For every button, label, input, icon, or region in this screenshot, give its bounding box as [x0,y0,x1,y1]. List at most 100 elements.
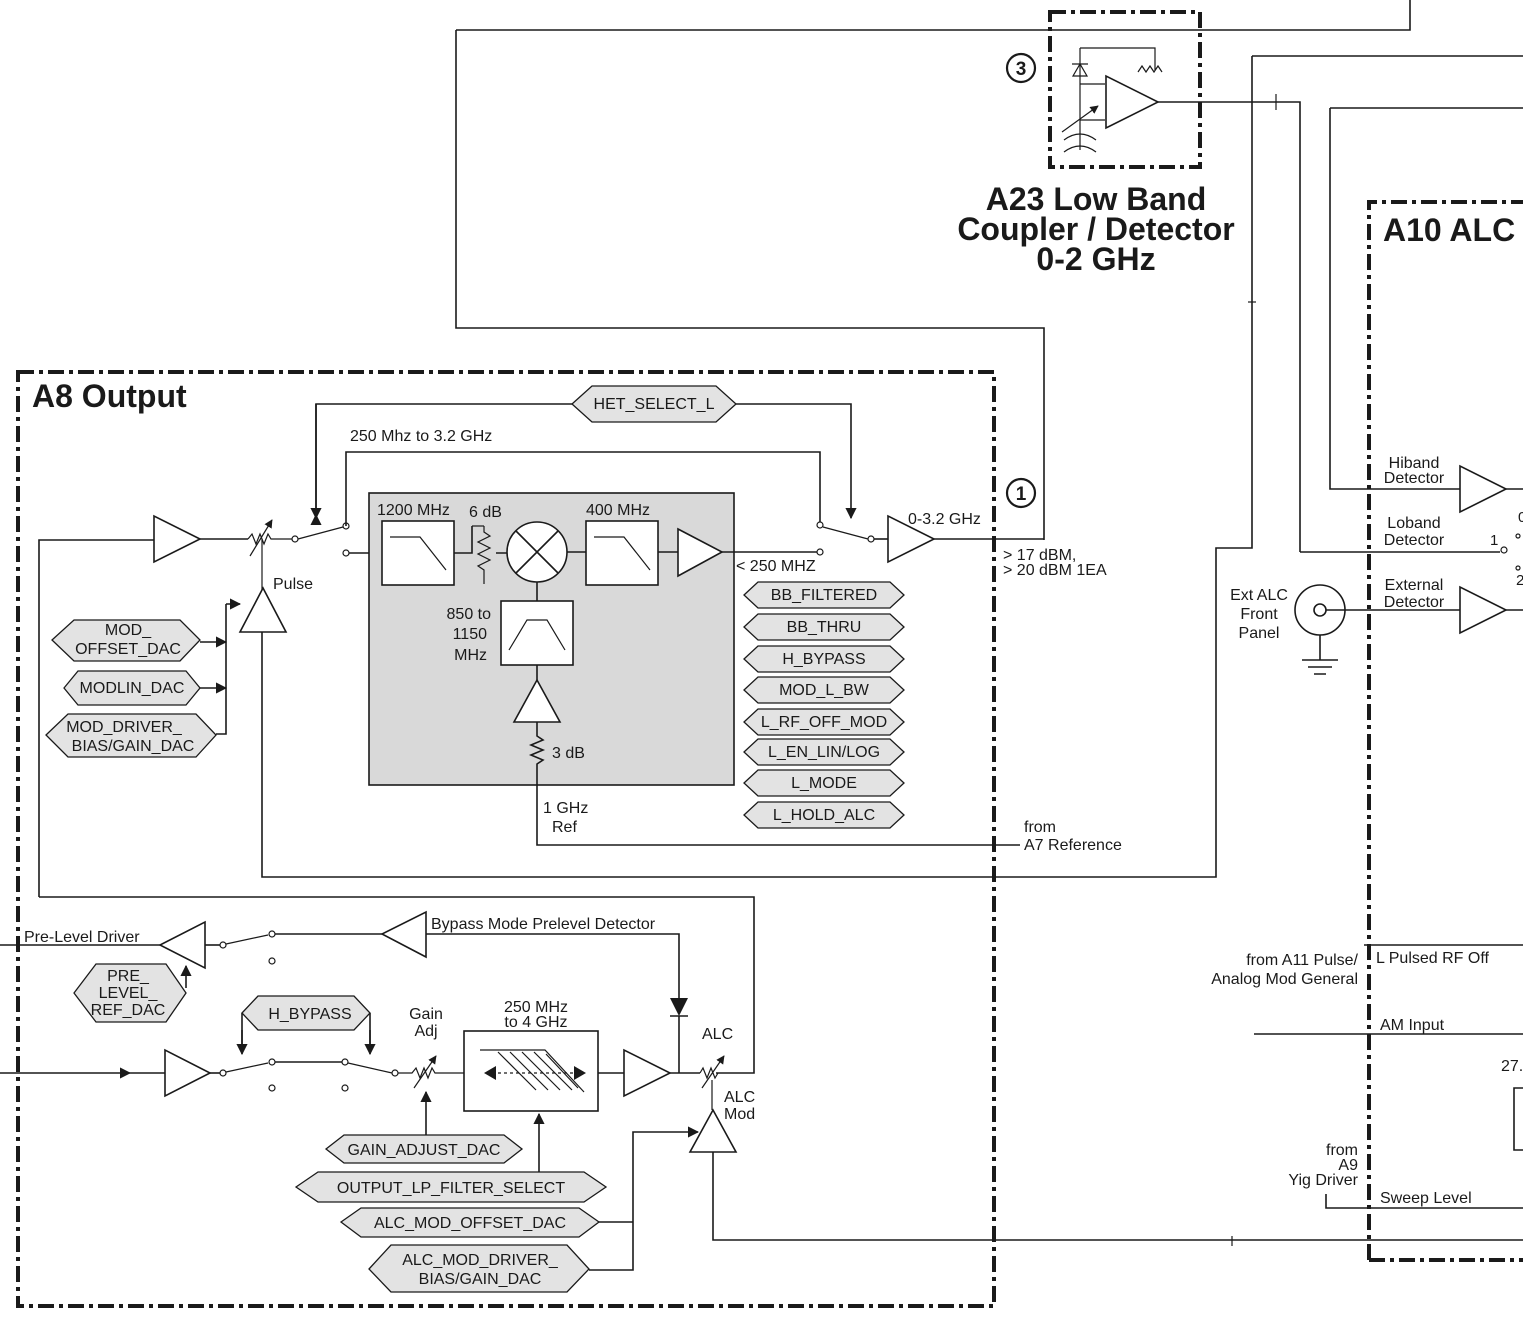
h-bypass-upper-tag: H_BYPASS [743,645,905,673]
mod-offset-dac-tag: MOD_ OFFSET_DAC [51,619,201,662]
atten-6db [476,526,492,584]
wire-a8-input [38,539,154,897]
partial-0-label: 0 [1518,509,1523,526]
svg-text:3: 3 [1016,59,1027,80]
svg-text:H_BYPASS: H_BYPASS [268,1006,351,1023]
pulse-modulator [247,519,295,590]
svg-text:ALC_MOD_OFFSET_DAC: ALC_MOD_OFFSET_DAC [374,1215,566,1232]
a23-title-line2: Coupler / Detector [957,211,1234,247]
loband-pin-label: 1 [1490,532,1498,549]
alc-mod-label-2: Mod [724,1106,755,1123]
a10-border [1367,200,1523,1262]
svg-text:LEVEL_: LEVEL_ [99,985,159,1002]
from-a9-label-2: A9 [1338,1157,1358,1174]
a8-output-amplifier [887,514,936,564]
hiband-label-2: Detector [1384,470,1445,487]
wire-ext-return [261,56,1253,878]
svg-text:1: 1 [1016,484,1027,505]
bp-label-1: 850 to [447,606,492,623]
a8-output-border [16,370,996,1308]
alc-mod-offset-dac-tag: ALC_MOD_OFFSET_DAC [339,1207,601,1238]
from-a11-label-1: from A11 Pulse/ [1246,952,1358,969]
gain-adj-label-1: Gain [409,1006,443,1023]
modlin-dac-tag: MODLIN_DAC [63,670,201,706]
bandpass-850-1150-filter [500,600,574,666]
sweep-level-label: Sweep Level [1380,1190,1472,1207]
power-label-1: > 17 dBM, [1003,547,1076,564]
gain-adjust-dac-tag: GAIN_ADJUST_DAC [324,1134,524,1164]
wire-hiband [1329,108,1460,490]
svg-text:HET_SELECT_L: HET_SELECT_L [594,396,715,413]
wire-top-loop [456,0,1411,31]
wire-bypass-feedback [39,896,755,1074]
ext-alc-label-2: Front [1240,606,1278,623]
am-input-label: AM Input [1380,1017,1445,1034]
lowpass-400-filter [585,520,659,586]
lp-label-1: 250 MHz [504,999,568,1016]
bp-label-3: MHz [454,647,487,664]
wire-1ghz-ref [528,722,1020,846]
lowpass-1200-filter [381,520,455,586]
bb-filtered-tag: BB_FILTERED [743,581,905,609]
bypass-detector-amplifier [380,910,427,959]
a10-title: A10 ALC [1383,212,1515,248]
svg-text:L_RF_OFF_MOD: L_RF_OFF_MOD [761,714,887,731]
het-output-amplifier [677,527,724,578]
hiband-detector-amplifier [1459,464,1508,514]
alc-mod-driver-dac-tag: ALC_MOD_DRIVER_ BIAS/GAIN_DAC [368,1244,590,1293]
svg-text:L_MODE: L_MODE [791,775,857,792]
lowpass-filter-hatch [480,1049,586,1093]
svg-text:BB_FILTERED: BB_FILTERED [771,587,877,604]
freq-range-label: 250 Mhz to 3.2 GHz [350,428,492,445]
ext-alc-label-1: Ext ALC [1230,587,1288,604]
a23-title-line3: 0-2 GHz [1036,241,1155,277]
svg-text:MOD_L_BW: MOD_L_BW [779,682,870,699]
mixer [506,521,568,583]
a8-input-amplifier [153,514,202,564]
svg-text:GAIN_ADJUST_DAC: GAIN_ADJUST_DAC [348,1142,501,1159]
l-rf-off-mod-tag: L_RF_OFF_MOD [743,708,905,736]
alc-modulator [699,1055,725,1110]
partial-27-label: 27. [1501,1058,1523,1075]
bp-label-2: 1150 [453,626,488,643]
alc-mod-label-1: ALC [724,1089,755,1106]
pre-level-driver-amplifier [158,920,206,970]
svg-text:MOD_DRIVER_: MOD_DRIVER_ [66,719,183,736]
mod-l-bw-tag: MOD_L_BW [743,676,905,704]
wire-thru-path [345,451,821,526]
output-lp-filter-select-tag: OUTPUT_LP_FILTER_SELECT [294,1171,608,1203]
external-detector-amplifier [1459,585,1508,635]
from-a9-label-1: from [1326,1142,1358,1159]
hiband-label-1: Hiband [1389,455,1440,472]
svg-text:L_HOLD_ALC: L_HOLD_ALC [773,807,875,824]
gain-adj-label-2: Adj [414,1023,437,1040]
l-en-lin-log-tag: L_EN_LIN/LOG [743,738,905,766]
h-bypass-lower-tag: H_BYPASS [241,995,371,1031]
lp-label-2: to 4 GHz [504,1014,567,1031]
ref-label-2: Ref [552,819,577,836]
callout-1: 1 [1005,477,1037,509]
pre-level-ref-dac-tag: PRE_ LEVEL_ REF_DAC [73,963,187,1023]
bypass-detector-label: Bypass Mode Prelevel Detector [431,916,656,933]
wire-alc-return [712,1152,1523,1241]
pre-level-driver-label: Pre-Level Driver [24,929,140,946]
svg-text:REF_DAC: REF_DAC [91,1002,166,1019]
lt250-label: < 250 MHZ [736,558,816,575]
svg-text:BIAS/GAIN_DAC: BIAS/GAIN_DAC [419,1271,542,1288]
svg-text:MOD_: MOD_ [105,622,152,639]
l-hold-alc-tag: L_HOLD_ALC [743,801,905,829]
external-label-1: External [1385,577,1444,594]
a10-partial-box [1513,1087,1523,1151]
atten-3db-label: 3 dB [552,745,585,762]
svg-text:L_EN_LIN/LOG: L_EN_LIN/LOG [768,744,880,761]
ext-alc-connector [1294,584,1346,675]
svg-text:PRE_: PRE_ [107,968,150,985]
svg-text:OUTPUT_LP_FILTER_SELECT: OUTPUT_LP_FILTER_SELECT [337,1180,565,1197]
callout-3: 3 [1005,52,1037,84]
from-a7-label-1: from [1024,819,1056,836]
gain-adjust-attenuator [398,1055,464,1089]
l-pulsed-rf-off-label: L Pulsed RF Off [1376,950,1489,967]
a23-title-line1: A23 Low Band [986,181,1206,217]
atten-6db-label: 6 dB [469,504,502,521]
